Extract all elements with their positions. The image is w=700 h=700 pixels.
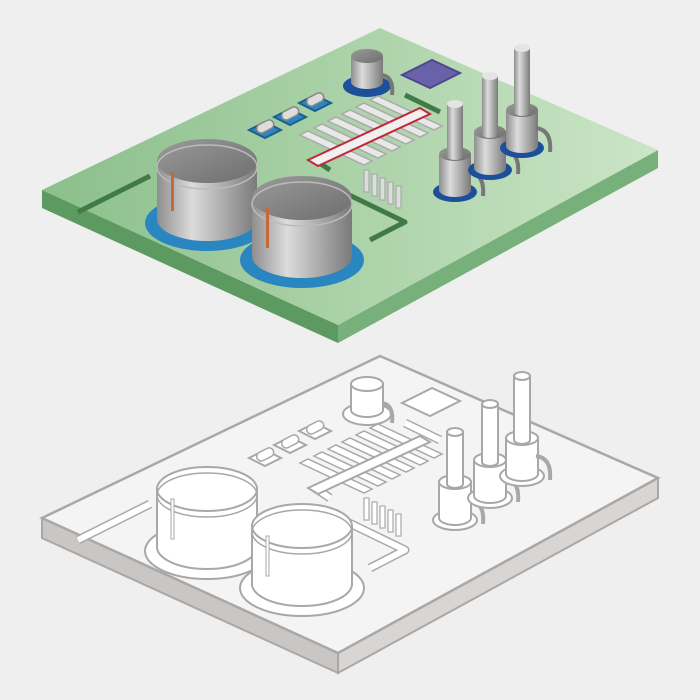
storage-tank <box>156 466 258 570</box>
distillation-tower <box>468 72 521 180</box>
outline-plant-view <box>39 354 661 675</box>
tower-drum-body <box>506 110 538 153</box>
colored-plant-view <box>42 28 658 343</box>
tower-drum-body <box>474 132 506 175</box>
rack-leg <box>371 173 378 197</box>
rack-beam <box>305 434 433 496</box>
tower-drum-body <box>439 154 471 197</box>
tower-column-body <box>446 431 464 489</box>
storage-tank-top <box>252 176 352 220</box>
distillation-tower <box>433 100 486 202</box>
small-tank-body <box>350 383 384 418</box>
tower-column <box>447 100 463 160</box>
small-tank <box>351 49 383 89</box>
ladder <box>170 498 175 540</box>
storage-tank <box>251 503 353 607</box>
tower-column-body <box>447 104 463 160</box>
storage-tank <box>251 176 353 278</box>
storage-tank-rim <box>251 181 353 227</box>
platform-top <box>42 28 658 325</box>
small-tank-body <box>351 56 383 89</box>
chip <box>399 58 463 90</box>
small-tank-pipe <box>381 401 395 424</box>
ladder <box>171 171 174 211</box>
storage-tank-top <box>251 503 353 549</box>
small-tank-top <box>350 376 384 392</box>
tower-column-body <box>481 403 499 467</box>
capsule <box>255 447 275 462</box>
capsule <box>305 92 325 107</box>
tower-column-top <box>482 72 498 80</box>
storage-tank <box>156 139 258 241</box>
pipeline <box>403 420 442 443</box>
rack-leg <box>371 501 378 525</box>
capsule <box>280 434 300 449</box>
capsule <box>305 420 325 435</box>
storage-tank-body <box>252 198 352 278</box>
tower-column-top <box>481 399 499 409</box>
pipeline <box>343 518 408 571</box>
tower-drum-body <box>473 459 507 504</box>
pipeline <box>343 190 408 243</box>
rack-leg <box>387 509 394 533</box>
rack-leg <box>387 181 394 205</box>
distillation-tower <box>432 427 486 531</box>
rack-leg <box>395 513 402 537</box>
distillation-tower <box>499 371 553 487</box>
rack-leg <box>363 169 370 193</box>
platform-side-left <box>42 190 338 343</box>
capsule-pad <box>246 119 284 140</box>
tower-column-top <box>447 100 463 108</box>
capsule-pad <box>271 434 309 455</box>
tower-column <box>482 72 498 138</box>
pipeline <box>76 173 152 215</box>
rack-leg <box>379 505 386 529</box>
small-tank <box>350 376 384 418</box>
distillation-tower <box>467 399 521 509</box>
pipe-rack <box>298 423 444 537</box>
tower-column-body <box>514 48 530 116</box>
tower-column <box>446 427 464 489</box>
pipe-rack <box>298 95 444 209</box>
tower-column-top <box>513 371 531 381</box>
small-tank-top <box>351 49 383 63</box>
platform-side-right <box>338 150 658 343</box>
pipeline <box>403 92 442 115</box>
tower-column <box>513 371 531 445</box>
tower-drum-body <box>505 437 539 482</box>
tower-column-top <box>514 44 530 52</box>
tower-pipe <box>535 454 553 481</box>
rack-leg <box>395 185 402 209</box>
tower-pipe <box>535 126 553 153</box>
tower-column-body <box>482 76 498 138</box>
ladder <box>265 535 270 577</box>
tower-column <box>514 44 530 116</box>
pipeline <box>76 501 152 543</box>
rack-leg <box>379 177 386 201</box>
storage-tank-top <box>156 466 258 512</box>
storage-tank-rim <box>251 509 353 555</box>
capsule-pad <box>296 420 334 441</box>
capsule <box>255 119 275 134</box>
storage-tank-rim <box>156 144 258 190</box>
small-tank-pipe <box>381 73 395 96</box>
capsule-pad <box>246 447 284 468</box>
storage-tank-top <box>157 139 257 183</box>
rack-beam <box>305 106 433 168</box>
distillation-tower <box>500 44 553 158</box>
capsule-pad <box>271 106 309 127</box>
storage-tank-rim <box>156 472 258 518</box>
tower-column-body <box>513 375 531 445</box>
capsule <box>280 106 300 121</box>
rack-leg <box>363 497 370 521</box>
storage-tank-body <box>157 161 257 241</box>
capsule-pad <box>296 92 334 113</box>
chip <box>399 386 463 418</box>
tower-column-top <box>446 427 464 437</box>
tower-column <box>481 399 499 467</box>
tower-drum-body <box>438 481 472 526</box>
ladder <box>266 208 269 248</box>
